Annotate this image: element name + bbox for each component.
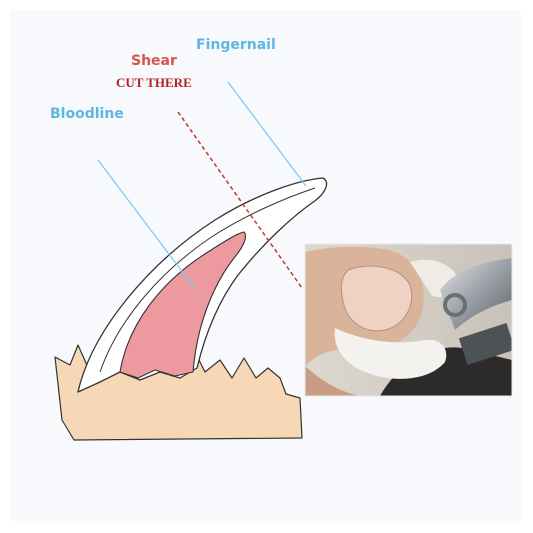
bloodline-label: Bloodline [50, 106, 124, 122]
fingernail-leader-line [227, 81, 307, 187]
clipping-photo [304, 243, 513, 397]
quick-shape [119, 231, 247, 379]
bloodline-leader-line [97, 159, 197, 291]
cut-line [177, 111, 303, 289]
nail-inner-line [99, 187, 316, 373]
shear-label: Shear [131, 53, 177, 69]
fingernail-label: Fingernail [196, 37, 276, 53]
cut-there-label: CUT THERE [116, 75, 192, 90]
